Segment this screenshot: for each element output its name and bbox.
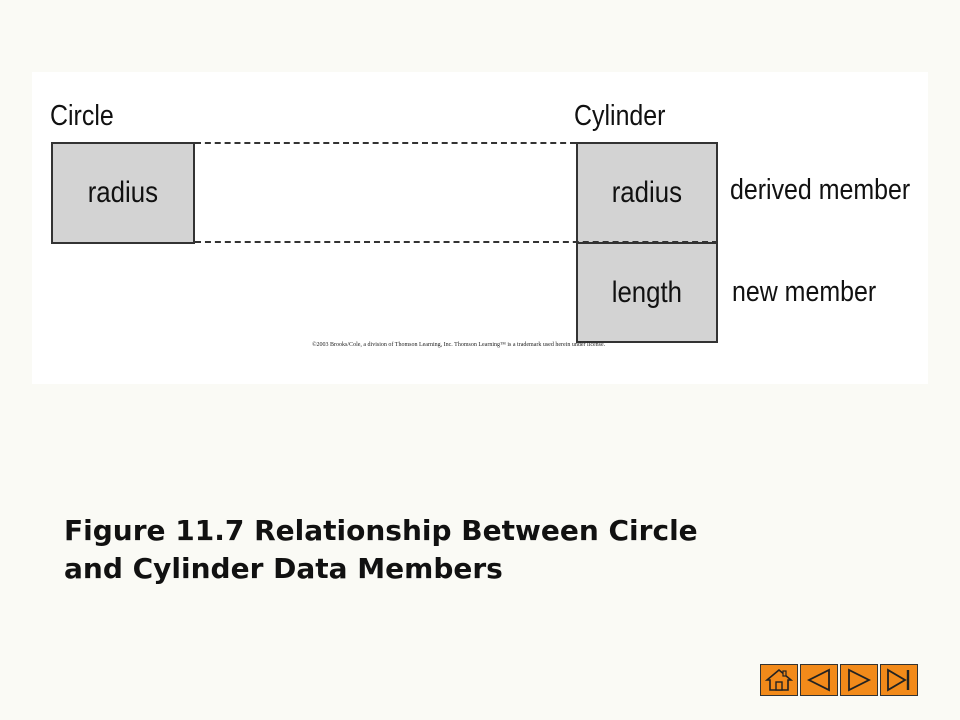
last-slide-button[interactable] [880, 664, 918, 696]
cylinder-radius-box: radius [576, 142, 718, 244]
next-slide-button[interactable] [840, 664, 878, 696]
next-icon [848, 668, 872, 692]
derived-member-label: derived member [730, 174, 911, 206]
circle-title: Circle [50, 100, 114, 132]
previous-slide-button[interactable] [800, 664, 838, 696]
cylinder-length-box: length [576, 242, 718, 343]
caption-line-2: and Cylinder Data Members [64, 552, 503, 585]
bottom-dashed-connector [195, 241, 718, 243]
circle-radius-label: radius [87, 176, 159, 209]
last-icon [887, 668, 910, 692]
cylinder-length-label: length [611, 275, 683, 309]
copyright-notice: ©2003 Brooks/Cole, a division of Thomson… [312, 342, 606, 348]
home-icon [765, 668, 793, 691]
home-button[interactable] [760, 664, 798, 696]
caption-line-1: Figure 11.7 Relationship Between Circle [64, 514, 698, 547]
circle-radius-box: radius [51, 142, 195, 244]
cylinder-radius-label: radius [611, 176, 683, 209]
slide-navigation [760, 664, 918, 696]
top-dashed-connector [195, 142, 576, 144]
new-member-label: new member [732, 276, 877, 308]
cylinder-title: Cylinder [574, 100, 666, 132]
figure-caption: Figure 11.7 Relationship Between Circle … [64, 512, 884, 588]
previous-icon [806, 668, 830, 692]
